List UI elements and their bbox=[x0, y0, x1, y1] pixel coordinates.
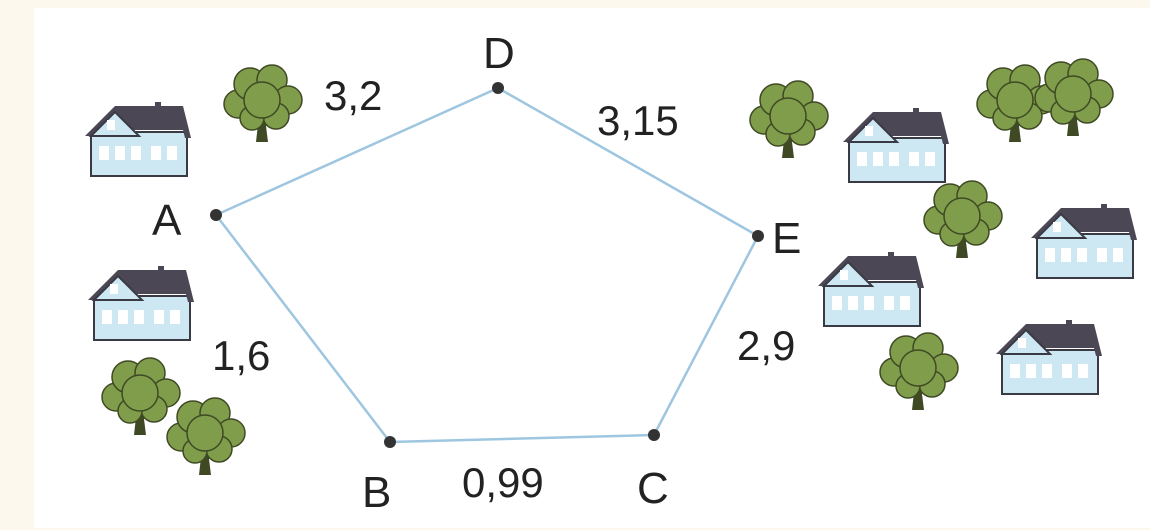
vertex-point-D bbox=[492, 82, 504, 94]
house-icon bbox=[87, 265, 195, 341]
tree-icon bbox=[101, 357, 181, 436]
vertex-label-D: D bbox=[483, 29, 515, 78]
edge-length-EC: 2,9 bbox=[737, 322, 795, 369]
vertex-points bbox=[210, 82, 764, 448]
vertex-point-C bbox=[648, 429, 660, 441]
edge-labels: 3,2 3,15 2,9 0,99 1,6 bbox=[212, 72, 795, 506]
edge-BA bbox=[215, 214, 391, 443]
vertex-labels: A D E C B bbox=[152, 29, 801, 517]
house-icon bbox=[84, 101, 192, 177]
pentagon-diagram: A D E C B 3,2 3,15 2,9 0,99 1,6 bbox=[84, 29, 1138, 517]
edge-length-DE: 3,15 bbox=[597, 97, 679, 144]
vertex-label-B: B bbox=[362, 468, 391, 517]
house-icon bbox=[1030, 203, 1138, 279]
edge-length-BA: 1,6 bbox=[212, 332, 270, 379]
house-icon bbox=[817, 251, 925, 327]
edge-CB bbox=[389, 433, 655, 444]
tree-icon bbox=[223, 64, 303, 143]
edge-DE bbox=[497, 86, 759, 238]
edge-length-AD: 3,2 bbox=[324, 72, 382, 119]
edge-AD bbox=[215, 86, 499, 217]
tree-icon bbox=[166, 397, 246, 476]
edge-length-CB: 0,99 bbox=[462, 459, 544, 506]
tree-icon bbox=[923, 180, 1003, 259]
tree-icon bbox=[749, 80, 829, 159]
house-icon bbox=[995, 319, 1103, 395]
vertex-point-A bbox=[210, 209, 222, 221]
vertex-label-C: C bbox=[637, 464, 669, 513]
pentagon-edges bbox=[215, 86, 760, 444]
vertex-point-E bbox=[752, 230, 764, 242]
tree-icon bbox=[879, 332, 959, 411]
vertex-point-B bbox=[384, 436, 396, 448]
edge-EC bbox=[652, 235, 760, 436]
vertex-label-E: E bbox=[772, 214, 801, 263]
vertex-label-A: A bbox=[152, 196, 182, 245]
house-icon bbox=[842, 107, 950, 183]
tree-icon bbox=[1034, 58, 1114, 137]
diagram-canvas: A D E C B 3,2 3,15 2,9 0,99 1,6 bbox=[34, 8, 1150, 528]
